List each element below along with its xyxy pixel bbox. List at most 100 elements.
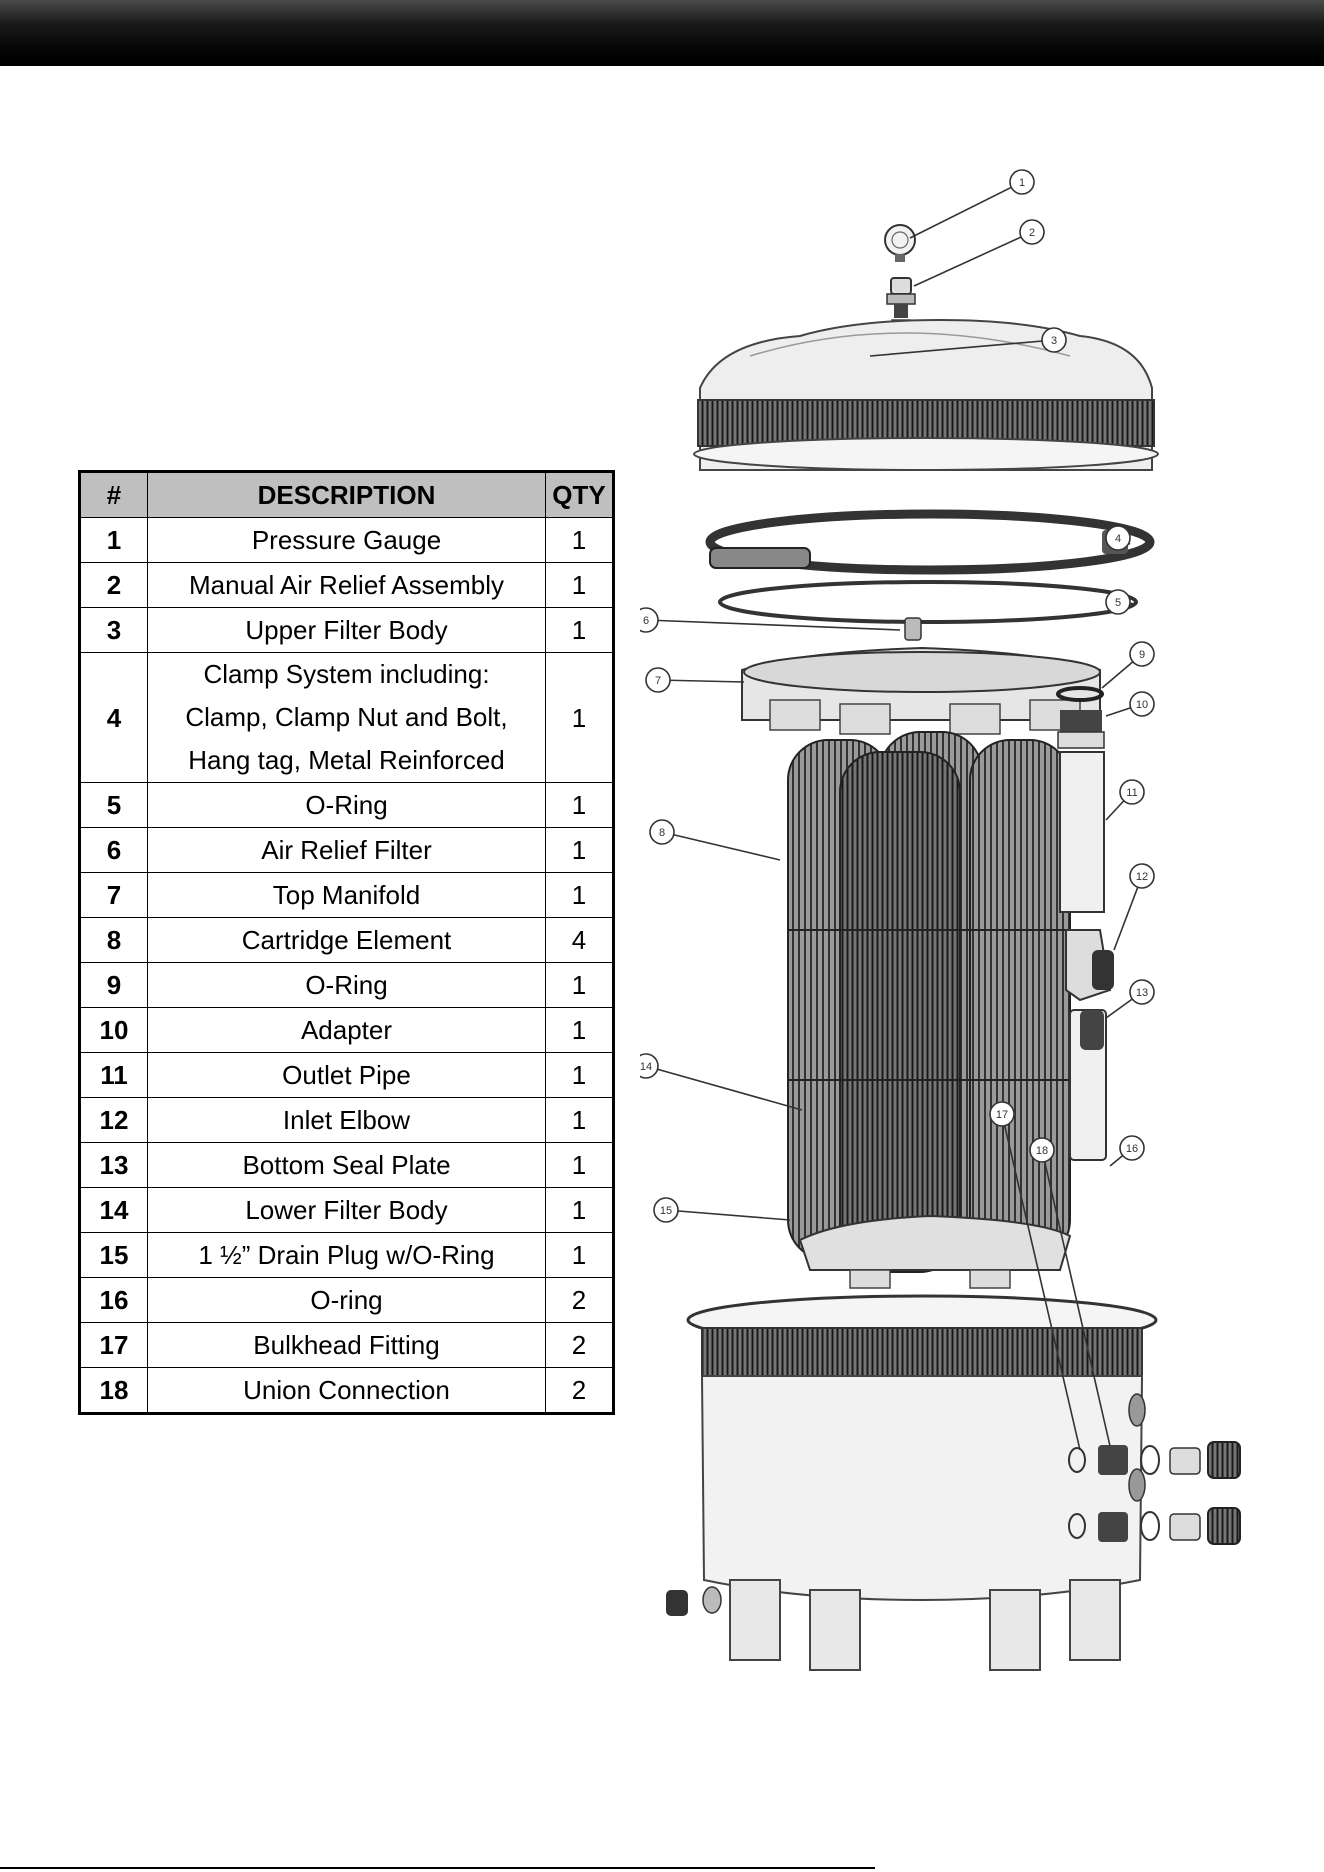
callout-bubble (1129, 691, 1155, 717)
callout-bubble (1029, 1137, 1055, 1163)
callout-number: 8 (659, 827, 665, 839)
part-number: 7 (79, 872, 148, 918)
callout-leader-line (909, 181, 1023, 239)
part-qty: 2 (545, 1322, 614, 1368)
part-description-line: Pressure Gauge (251, 524, 442, 555)
callout-number: 5 (1115, 597, 1121, 609)
part-o-ring-5 (718, 580, 1138, 624)
part-number: 10 (79, 1007, 148, 1053)
part-description: Adapter (147, 1007, 546, 1053)
callout-number: 4 (1115, 533, 1121, 545)
callout-number: 12 (1136, 871, 1148, 883)
part-fittings-lower (1068, 1507, 1241, 1545)
part-qty: 1 (545, 1187, 614, 1233)
part-qty: 1 (545, 1142, 614, 1188)
part-description-line: Top Manifold (272, 879, 421, 910)
part-qty: 1 (545, 1232, 614, 1278)
callout-number: 18 (1036, 1145, 1048, 1157)
part-qty: 1 (545, 607, 614, 653)
part-top-manifold (741, 646, 1101, 735)
table-row: 17 Bulkhead Fitting 2 (79, 1322, 614, 1368)
callout-bubble (1105, 525, 1131, 551)
part-manual-air-relief (886, 277, 916, 318)
callout-leader-line (665, 1209, 791, 1221)
callout-number: 6 (643, 615, 649, 627)
part-description-line: Lower Filter Body (245, 1194, 448, 1225)
callout-bubble (640, 607, 659, 633)
callout-bubble (1105, 589, 1131, 615)
callout-number: 17 (996, 1109, 1008, 1121)
part-description-line: Bulkhead Fitting (253, 1329, 440, 1360)
header-qty: QTY (545, 471, 614, 518)
part-number: 11 (79, 1052, 148, 1098)
part-cartridge-elements (787, 731, 1071, 1273)
part-qty: 1 (545, 1097, 614, 1143)
part-qty: 1 (545, 782, 614, 828)
callout-leader-line (869, 339, 1055, 357)
callout-leader-line (645, 619, 901, 631)
part-number: 17 (79, 1322, 148, 1368)
callout-number: 14 (640, 1061, 652, 1073)
part-description-line: Cartridge Element (241, 924, 452, 955)
callout-bubble (649, 819, 675, 845)
part-number: 8 (79, 917, 148, 963)
part-description-line: Inlet Elbow (282, 1104, 411, 1135)
callout-leader-line (1001, 1113, 1081, 1451)
callout-number: 9 (1139, 649, 1145, 661)
header-number: # (79, 471, 148, 518)
part-description: Lower Filter Body (147, 1187, 546, 1233)
part-description-line: Adapter (300, 1014, 393, 1045)
part-description: 1 ½” Drain Plug w/O-Ring (147, 1232, 546, 1278)
table-row: 14 Lower Filter Body 1 (79, 1187, 614, 1233)
part-number: 9 (79, 962, 148, 1008)
part-adapter (1057, 710, 1105, 749)
part-clamp-system (705, 509, 1155, 575)
callout-bubble (1129, 863, 1155, 889)
part-number: 15 (79, 1232, 148, 1278)
callout-number: 2 (1029, 227, 1035, 239)
callout-number: 13 (1136, 987, 1148, 999)
part-number: 6 (79, 827, 148, 873)
part-number: 18 (79, 1367, 148, 1414)
table-row: 11 Outlet Pipe 1 (79, 1052, 614, 1098)
part-fittings-upper (1068, 1441, 1241, 1479)
part-description: Pressure Gauge (147, 517, 546, 563)
part-number: 3 (79, 607, 148, 653)
part-description: Air Relief Filter (147, 827, 546, 873)
part-qty: 1 (545, 962, 614, 1008)
part-number: 14 (79, 1187, 148, 1233)
table-row: 7 Top Manifold 1 (79, 872, 614, 918)
part-air-relief-filter (904, 617, 922, 641)
part-pressure-gauge (884, 224, 916, 262)
part-upper-filter-body (693, 318, 1159, 471)
callout-bubble (1041, 327, 1067, 353)
part-number: 5 (79, 782, 148, 828)
header-description: DESCRIPTION (147, 471, 546, 518)
part-qty: 1 (545, 1052, 614, 1098)
part-outlet-pipe (1059, 751, 1105, 913)
part-qty: 1 (545, 872, 614, 918)
part-description-line: Bottom Seal Plate (242, 1149, 451, 1180)
part-description-line: Clamp System including: (203, 659, 490, 689)
callout-bubble (1019, 219, 1045, 245)
callout-number: 7 (655, 675, 661, 687)
part-description: O-Ring (147, 962, 546, 1008)
part-number: 16 (79, 1277, 148, 1323)
part-description: Upper Filter Body (147, 607, 546, 653)
part-lower-filter-body (686, 1294, 1158, 1671)
callout-leader-line (1041, 1149, 1111, 1447)
part-description-line: 1 ½” Drain Plug w/O-Ring (198, 1239, 495, 1270)
part-drain-plug (666, 1586, 722, 1616)
part-description-line: Outlet Pipe (282, 1059, 411, 1090)
part-bottom-seal-plate (1069, 1009, 1107, 1161)
bottom-divider (0, 1867, 875, 1869)
part-description: O-Ring (147, 782, 546, 828)
